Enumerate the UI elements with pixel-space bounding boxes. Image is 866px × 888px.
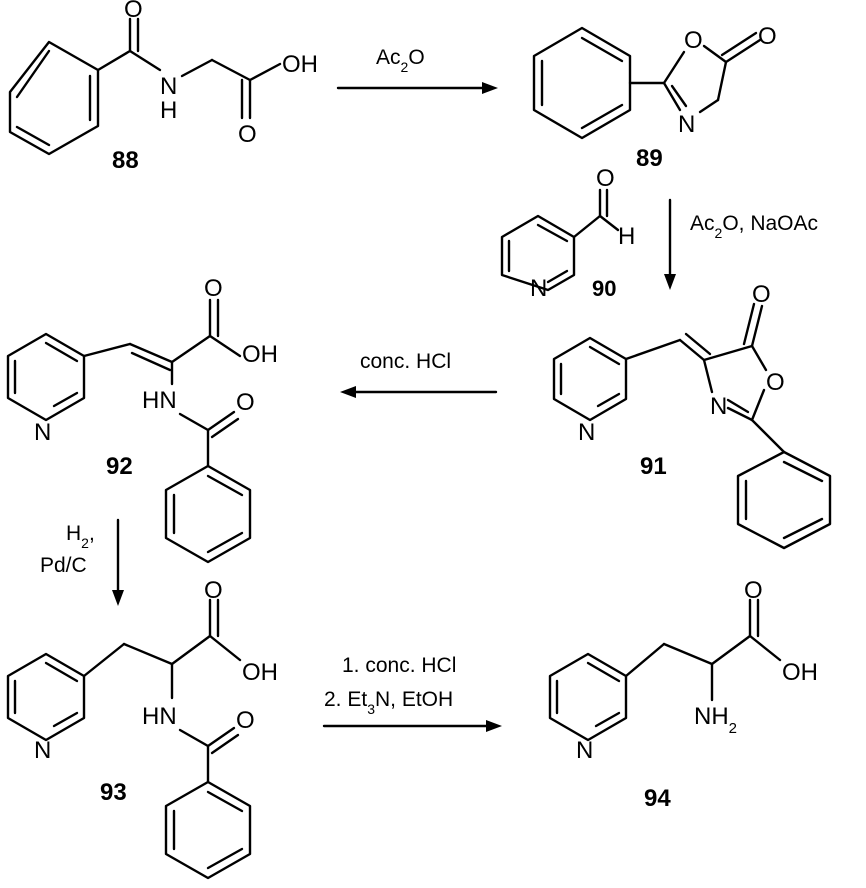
compound-label-92: 92 <box>106 453 133 480</box>
reagent-step2: Ac2O, NaOAc <box>690 212 818 241</box>
reaction-arrow-step2: Ac2O, NaOAc <box>664 198 818 290</box>
compound-label-88: 88 <box>112 147 139 174</box>
hydroxyl-group: OH <box>242 341 278 368</box>
carbonyl-oxygen: O <box>124 0 143 23</box>
pyridine-nitrogen: N <box>530 275 547 302</box>
hydroxyl-group: OH <box>282 51 318 78</box>
acid-oxygen: O <box>238 121 257 148</box>
pyridine-nitrogen: N <box>576 737 593 764</box>
pyridine-nitrogen: N <box>34 737 51 764</box>
aldehyde-hydrogen: H <box>618 223 635 250</box>
acid-oxygen: O <box>744 577 763 604</box>
reagent-step4-line2: Pd/C <box>40 554 87 577</box>
ring-nitrogen: N <box>710 393 727 420</box>
compound-90: N O H 90 <box>500 165 635 302</box>
phenyl-88 <box>8 40 100 156</box>
ring-oxygen: O <box>684 27 703 54</box>
oxazolone-ring-91 <box>702 344 768 422</box>
ring-nitrogen: N <box>678 111 695 138</box>
reaction-arrow-step4: H2, Pd/C <box>40 518 124 606</box>
compound-91: N O O N 91 <box>552 281 832 550</box>
compound-label-91: 91 <box>640 453 667 480</box>
compound-88: O N H OH O 88 <box>8 0 318 174</box>
hydroxyl-group: OH <box>242 659 278 686</box>
amide-oxygen: O <box>236 707 255 734</box>
amine-group: NH2 <box>694 703 737 737</box>
phenyl-92 <box>164 464 252 564</box>
reaction-arrow-step1: Ac2O <box>336 46 498 94</box>
amide-nh: HN <box>142 703 177 730</box>
reagent-step1: Ac2O <box>376 46 425 75</box>
reagent-step3: conc. HCl <box>360 350 451 373</box>
hydroxyl-group: OH <box>782 659 818 686</box>
oxazolone-ring-89 <box>662 44 728 114</box>
reaction-arrow-step3: conc. HCl <box>340 350 498 398</box>
compound-92: N O OH HN O 92 <box>6 275 278 564</box>
exo-oxygen: O <box>752 281 771 308</box>
amide-hydrogen: H <box>160 97 177 124</box>
amide-nitrogen: N <box>160 73 177 100</box>
compound-94: N O OH NH2 94 <box>548 577 818 812</box>
ring-oxygen: O <box>766 369 785 396</box>
reaction-arrow-step5: 1. conc. HCl 2. Et3N, EtOH <box>322 654 502 732</box>
compound-label-94: 94 <box>644 785 671 812</box>
compound-label-90: 90 <box>592 276 616 301</box>
reagent-step5-line2: 2. Et3N, EtOH <box>324 688 453 717</box>
reagent-step5-line1: 1. conc. HCl <box>342 654 456 677</box>
amide-nh: HN <box>142 387 177 414</box>
compound-93: N O OH HN O 93 <box>6 577 278 880</box>
acid-oxygen: O <box>204 275 223 302</box>
pyridine-nitrogen: N <box>34 419 51 446</box>
phenyl-89 <box>532 26 632 140</box>
amide-oxygen: O <box>236 389 255 416</box>
pyridine-nitrogen: N <box>578 419 595 446</box>
aldehyde-oxygen: O <box>596 165 615 192</box>
phenyl-93 <box>164 780 252 880</box>
compound-label-93: 93 <box>100 779 127 806</box>
phenyl-91 <box>736 450 832 550</box>
compound-89: O O N 89 <box>532 23 777 172</box>
acid-oxygen: O <box>204 577 223 604</box>
exo-oxygen: O <box>758 23 777 50</box>
reagent-step4-line1: H2, <box>66 522 95 551</box>
compound-label-89: 89 <box>636 145 663 172</box>
